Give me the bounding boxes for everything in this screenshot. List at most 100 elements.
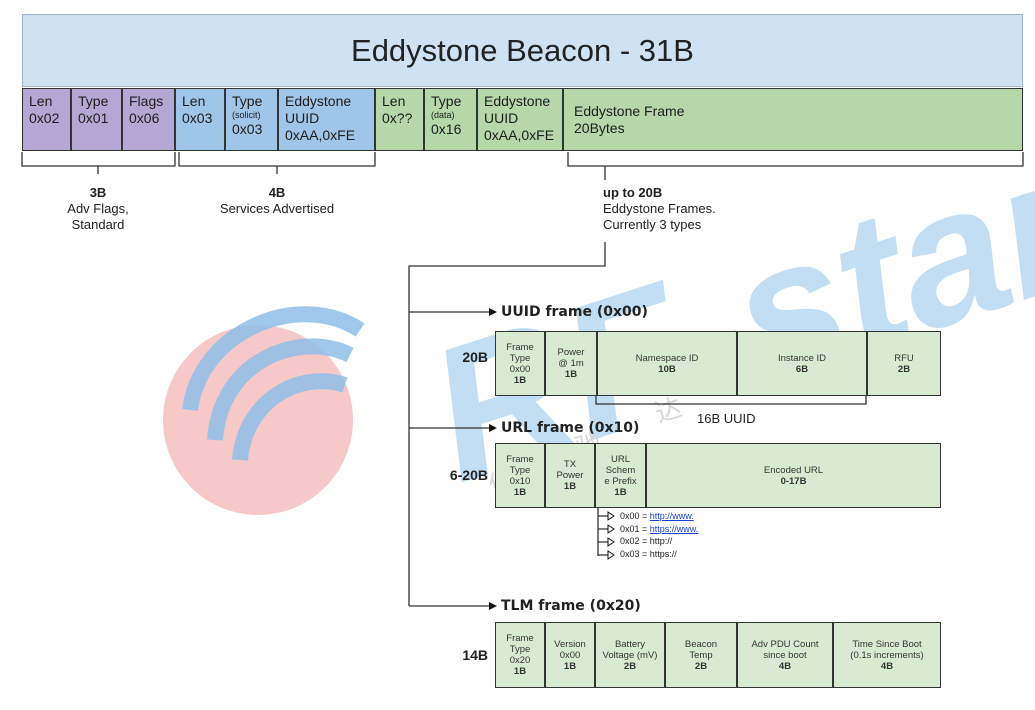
cell-value: 0x00 — [559, 649, 581, 661]
cell-value: 0x00 — [509, 363, 531, 375]
brace-4b — [178, 152, 376, 167]
cell-size: 10B — [658, 363, 676, 375]
cell-label-2: (0.1s increments) — [850, 649, 924, 661]
prefix-code: 0x03 = — [620, 548, 650, 559]
url-frame-title: URL frame (0x10) — [501, 420, 640, 436]
cell-label: URL — [610, 453, 630, 465]
page-title: Eddystone Beacon - 31B — [22, 14, 1023, 87]
services-uuid-field: Eddystone UUID 0xAA,0xFE — [278, 88, 375, 151]
uid-instance-cell: Instance ID 6B — [737, 331, 867, 396]
summary-desc-2: Currently 3 types — [603, 217, 702, 232]
field-value: 0x01 — [78, 110, 109, 126]
cell-label: Frame — [506, 633, 534, 644]
summary-desc: Services Advertised — [219, 201, 335, 216]
tlm-frame-title: TLM frame (0x20) — [501, 598, 641, 614]
flags-flags-field: Flags 0x06 — [122, 88, 175, 151]
field-label: Eddystone — [285, 93, 352, 109]
field-sublabel: (data) — [431, 110, 455, 120]
cell-label-2: Type — [509, 352, 531, 364]
field-label: Type — [78, 93, 109, 109]
flags-len-field: Len 0x02 — [22, 88, 71, 151]
uid-brace-label: 16B UUID — [697, 411, 756, 426]
prefix-link[interactable]: http://www. — [649, 511, 694, 521]
field-label: Type — [232, 93, 263, 109]
services-type-field: Type (solicit) 0x03 — [225, 88, 278, 151]
cell-label-2: since boot — [763, 649, 807, 661]
field-value: 20Bytes — [574, 120, 625, 136]
url-tx-power-cell: TX Power 1B — [545, 443, 595, 508]
cell-size: 1B — [563, 481, 577, 492]
cell-label-2: Voltage (mV) — [602, 649, 658, 661]
cell-size: 0-17B — [780, 475, 807, 487]
data-type-field: Type (data) 0x16 — [424, 88, 477, 151]
field-value: 0xAA,0xFE — [285, 127, 356, 143]
services-len-field: Len 0x03 — [175, 88, 225, 151]
url-prefix-list: 0x00 = http://www. 0x01 = https://www. 0… — [620, 510, 698, 560]
cell-size: 2B — [623, 660, 637, 672]
uid-power-cell: Power @ 1m 1B — [545, 331, 597, 396]
brace-3b — [21, 152, 176, 167]
cell-label: Beacon — [684, 638, 718, 650]
prefix-value: http:// — [649, 536, 673, 546]
summary-desc: Adv Flags, — [67, 201, 129, 216]
summary-flags: 3B Adv Flags, Standard — [48, 185, 148, 233]
cell-label: RFU — [894, 352, 914, 364]
field-value: 0x06 — [129, 110, 160, 126]
cell-label-2: Power — [556, 470, 584, 481]
field-value: 0x03 — [182, 110, 213, 126]
data-len-field: Len 0x?? — [375, 88, 424, 151]
cell-size: 2B — [897, 363, 911, 375]
field-label: Len — [29, 93, 53, 109]
cell-size: 1B — [563, 660, 577, 672]
cell-label-3: e Prefix — [604, 475, 637, 487]
prefix-code: 0x01 = — [620, 523, 650, 534]
cell-label: Frame — [506, 341, 534, 353]
prefix-arrow-1 — [607, 524, 615, 534]
arrow-uid — [489, 308, 497, 316]
prefix-arrow-3 — [607, 550, 615, 560]
cell-size: 4B — [880, 660, 894, 672]
prefix-link[interactable]: https://www. — [649, 523, 699, 534]
cell-size: 1B — [614, 486, 627, 498]
summary-desc: Eddystone Frames. — [603, 201, 716, 216]
eddystone-frame-field: Eddystone Frame 20Bytes — [563, 88, 1023, 151]
field-label-2: UUID — [285, 110, 320, 126]
url-frame-size: 6-20B — [449, 467, 488, 483]
tlm-frame-size: 14B — [462, 647, 488, 663]
cell-label-2: Schem — [605, 464, 636, 476]
summary-size: up to 20B — [603, 185, 663, 200]
tree-trunk — [408, 242, 606, 606]
url-frame-type-cell: Frame Type 0x10 1B — [495, 443, 545, 508]
summary-desc-2: Standard — [71, 217, 125, 232]
cell-label-2: Type — [509, 644, 531, 655]
tlm-time-since-boot-cell: Time Since Boot (0.1s increments) 4B — [833, 622, 941, 688]
tlm-battery-cell: Battery Voltage (mV) 2B — [595, 622, 665, 688]
summary-size: 4B — [268, 185, 286, 200]
uid-brace — [595, 396, 867, 405]
cell-label: Power — [557, 347, 585, 358]
cell-label: Namespace ID — [635, 352, 699, 364]
prefix-arrow-2 — [607, 537, 615, 547]
cell-label: TX — [563, 459, 577, 470]
cell-label-2: Temp — [689, 649, 713, 661]
field-label: Eddystone — [484, 93, 551, 109]
cell-value: 0x10 — [509, 475, 531, 487]
prefix-item: 0x02 = http:// — [620, 535, 698, 548]
cell-size: 1B — [513, 486, 527, 498]
field-value: 0x03 — [232, 121, 263, 137]
watermark-swoosh — [182, 306, 365, 461]
cell-label: Instance ID — [777, 352, 827, 364]
field-label: Type — [431, 93, 462, 109]
uid-namespace-cell: Namespace ID 10B — [597, 331, 737, 396]
prefix-item: 0x01 = https://www. — [620, 523, 698, 536]
field-label: Len — [382, 93, 406, 109]
field-value: 0x?? — [382, 110, 413, 126]
cell-label: Time Since Boot — [852, 638, 922, 650]
prefix-item: 0x03 = https:// — [620, 548, 698, 561]
cell-label-2: Type — [509, 464, 531, 476]
cell-size: 6B — [795, 363, 809, 375]
cell-size: 1B — [513, 374, 527, 386]
cell-label: Battery — [614, 638, 646, 650]
cell-label: Encoded URL — [763, 464, 824, 476]
